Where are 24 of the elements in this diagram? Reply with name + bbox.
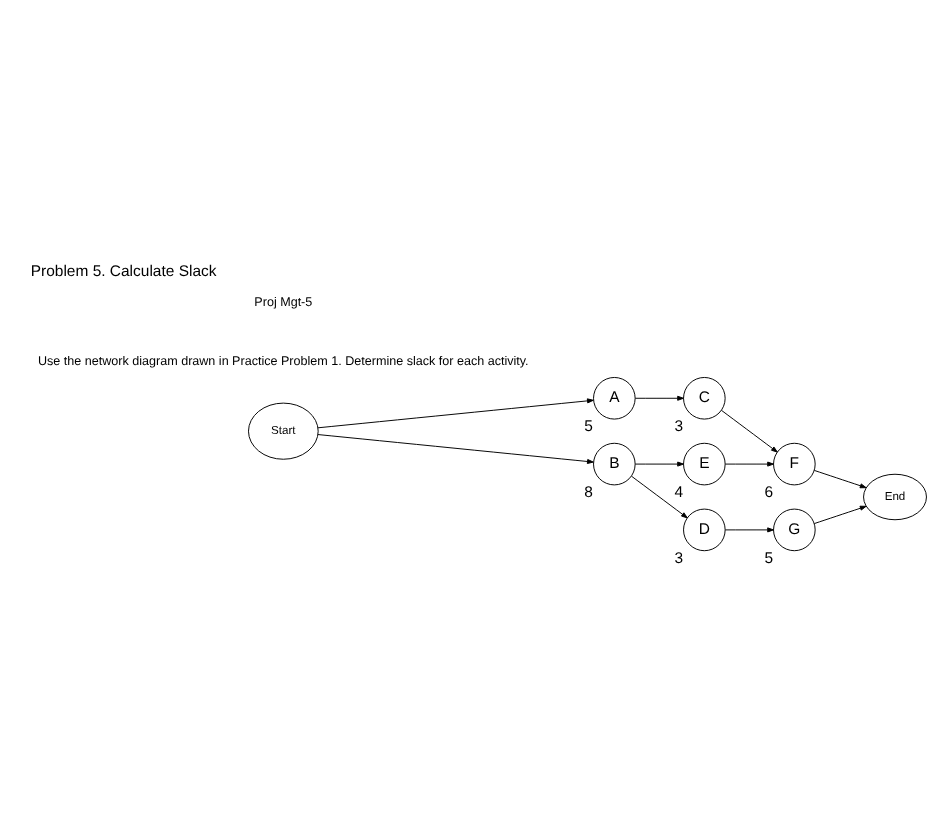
- node-circle: A: [593, 376, 636, 420]
- arrow: [317, 398, 594, 429]
- node-label: 8: [584, 483, 593, 502]
- node-label: 5: [764, 549, 774, 568]
- arrow: [317, 434, 594, 464]
- node-circle: G: [773, 508, 816, 552]
- node-label: 4: [674, 483, 684, 502]
- node-circle: D: [683, 508, 726, 552]
- arrow: [724, 461, 774, 467]
- arrow: [724, 527, 774, 533]
- node-label: 3: [674, 417, 684, 436]
- arrow: [634, 395, 684, 401]
- arrow: [630, 475, 688, 519]
- node-label: 5: [584, 417, 593, 436]
- diagram-title: Problem 5. Calculate Slack: [30, 262, 217, 281]
- arrow: [721, 409, 778, 453]
- node-label: 6: [764, 483, 774, 502]
- node-label: 3: [674, 549, 684, 568]
- arrow: [634, 461, 684, 467]
- arrow: [813, 505, 867, 525]
- node-circle: E: [683, 442, 726, 486]
- node-circle: C: [683, 376, 726, 420]
- node-circle: B: [593, 442, 636, 486]
- arrow: [813, 469, 867, 489]
